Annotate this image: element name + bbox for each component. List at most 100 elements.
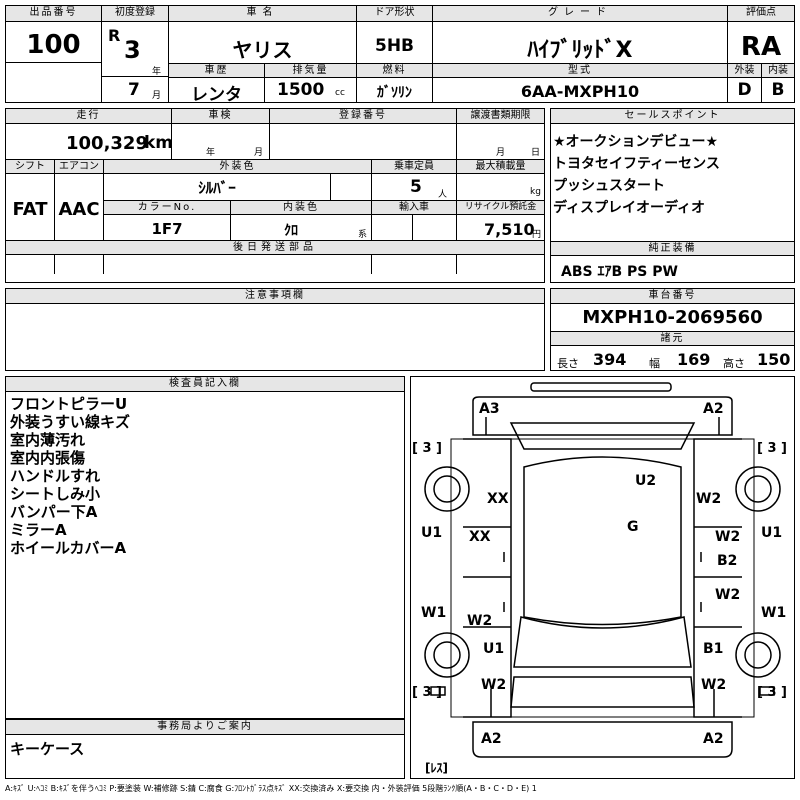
mark-w2-bottom-left: W2 (481, 677, 507, 693)
lot-cell: 出品番号 100 (6, 6, 101, 102)
sales-item: ★オークションデビュー★ (553, 134, 719, 150)
chassis-number: MXPH10-2069560 (582, 307, 763, 328)
sales-item: トヨタセイフティーセンス (553, 156, 720, 172)
mark-tire-bottom-left: [ 3 ] (412, 685, 442, 700)
sales-item: プッシュスタート (553, 178, 665, 194)
intcolor-label: 内装色 (231, 201, 371, 215)
inspector-note: ミラーA (10, 521, 67, 539)
mark-u1-left: U1 (421, 525, 443, 541)
displacement-unit: cc (335, 88, 345, 98)
mark-w2-right-2: W2 (715, 529, 741, 545)
displacement-label: 排気量 (265, 64, 356, 78)
mark-a3: A3 (479, 401, 500, 417)
car-outline-diagram (424, 382, 781, 758)
inspector-note: 室内内張傷 (10, 449, 86, 467)
model-label: 型式 (433, 64, 727, 78)
mark-tire-top-right: [ 3 ] (757, 441, 787, 456)
load-label: 最大積載量 (457, 160, 544, 174)
shift: FAT (12, 199, 48, 220)
inspector-note: ホイールカバーA (10, 539, 127, 557)
displacement: 1500 (277, 80, 325, 100)
mark-w1-left: W1 (421, 605, 447, 621)
grade-cell: グレード ﾊｲﾌﾞﾘｯﾄﾞX 型式 6AA-MXPH10 (433, 6, 727, 102)
capacity-unit: 人 (438, 190, 448, 200)
transfer-label: 譲渡書類期限 (457, 109, 544, 124)
width: 169 (677, 350, 711, 369)
mark-u2: U2 (635, 473, 657, 489)
office-section: 事務局よりご案内 キーケース (5, 719, 405, 779)
car-name-cell: 車名 ヤリス 車歴 排気量 レンタ 1500 cc (169, 6, 356, 105)
inspector-note: バンパー下A (10, 503, 98, 521)
mileage-label: 走行 (6, 109, 171, 124)
mark-u1-bottom-left: U1 (483, 641, 505, 657)
mark-xx-lower: XX (469, 529, 491, 545)
sales-item: ディスプレイオーディオ (553, 200, 706, 216)
first-reg-label: 初度登録 (102, 6, 168, 22)
height: 150 (757, 350, 791, 369)
inspector-label: 検査員記入欄 (6, 377, 404, 392)
grade: ﾊｲﾌﾞﾘｯﾄﾞX (527, 38, 633, 63)
intcolor-unit: 系 (358, 230, 368, 240)
int-label: 内装 (762, 64, 794, 78)
history: レンタ (191, 85, 242, 105)
ext-score: D (737, 80, 752, 100)
mark-tire-bottom-right: [ 3 ] (757, 685, 787, 700)
mark-a2-bottom-left: A2 (481, 731, 502, 747)
inspector-note: フロントピラーU (10, 395, 128, 413)
top-info-section: 出品番号 100 初度登録 R 3 年 7 月 車名 ヤリス 車歴 排気量 レン… (5, 5, 795, 105)
door-cell: ドア形状 5HB 燃料 ｶﾞｿﾘﾝ (357, 6, 432, 102)
inspector-note: 外装うすい線キズ (10, 413, 131, 431)
grade-label: グレード (433, 6, 727, 22)
load-unit: kg (530, 187, 541, 197)
recycle-unit: 円 (532, 230, 542, 240)
lot-label: 出品番号 (6, 6, 101, 22)
mark-g: G (627, 519, 639, 535)
damage-diagram: A3 A2 [ 3 ] [ 3 ] U2 XX W2 U1 U1 G XX W2… (410, 376, 795, 779)
car-name: ヤリス (232, 38, 293, 62)
door-type: 5HB (374, 36, 414, 56)
transfer-month-unit: 月 (496, 148, 506, 158)
fuel-label: 燃料 (357, 64, 432, 78)
score: RA (740, 32, 782, 62)
era: R (108, 26, 121, 45)
month-unit: 月 (152, 91, 162, 101)
shift-label: シフト (6, 160, 54, 174)
reg-year: 3 (124, 36, 141, 64)
sales-label: セールスポイント (551, 109, 794, 124)
colorno-label: カラーNo. (104, 201, 230, 215)
car-name-label: 車名 (169, 6, 356, 22)
regno-label: 登録番号 (270, 109, 456, 124)
length-label: 長さ (557, 357, 579, 370)
color-number: 1F7 (151, 220, 183, 238)
mark-w1-right: W1 (761, 605, 787, 621)
int-score: B (771, 80, 785, 100)
mark-xx-upper: XX (487, 491, 509, 507)
inspector-note: 室内薄汚れ (10, 431, 86, 449)
parts-label: 後日発送部品 (6, 241, 544, 255)
equipment: ABS ｴｱB PS PW (561, 264, 678, 280)
mark-a2-bottom-right: A2 (703, 731, 724, 747)
ac-label: エアコン (55, 160, 103, 174)
length: 394 (593, 350, 627, 369)
inspector-note: シートしみ小 (10, 485, 101, 503)
office-note: キーケース (10, 740, 85, 758)
inspection-month-unit: 月 (254, 148, 264, 158)
year-unit: 年 (152, 67, 162, 77)
door-label: ドア形状 (357, 6, 432, 22)
mark-b1: B1 (703, 641, 724, 657)
import-label: 輸入車 (372, 201, 456, 215)
legend: A:ｷｽﾞ U:ﾍｺﾐ B:ｷｽﾞを伴うﾍｺﾐ P:要塗装 W:補修跡 S:錆 … (5, 784, 537, 793)
mark-b2: B2 (717, 553, 738, 569)
model: 6AA-MXPH10 (520, 82, 640, 101)
mark-w2-left: W2 (467, 613, 493, 629)
mark-w2-right-1: W2 (696, 491, 722, 507)
transfer-day-unit: 日 (531, 148, 541, 158)
history-label: 車歴 (169, 64, 264, 78)
mark-resu: [ﾚｽ] (425, 761, 448, 775)
details-section: 走行 車検 登録番号 譲渡書類期限 100,329 km 年 月 月 日 シフト… (5, 108, 545, 283)
inspection-year-unit: 年 (206, 148, 216, 158)
score-label: 評価点 (728, 6, 794, 22)
mark-w2-right-3: W2 (715, 587, 741, 603)
first-reg-cell: 初度登録 R 3 年 7 月 (102, 6, 168, 102)
recycle-label: リサイクル預託金 (457, 201, 544, 215)
